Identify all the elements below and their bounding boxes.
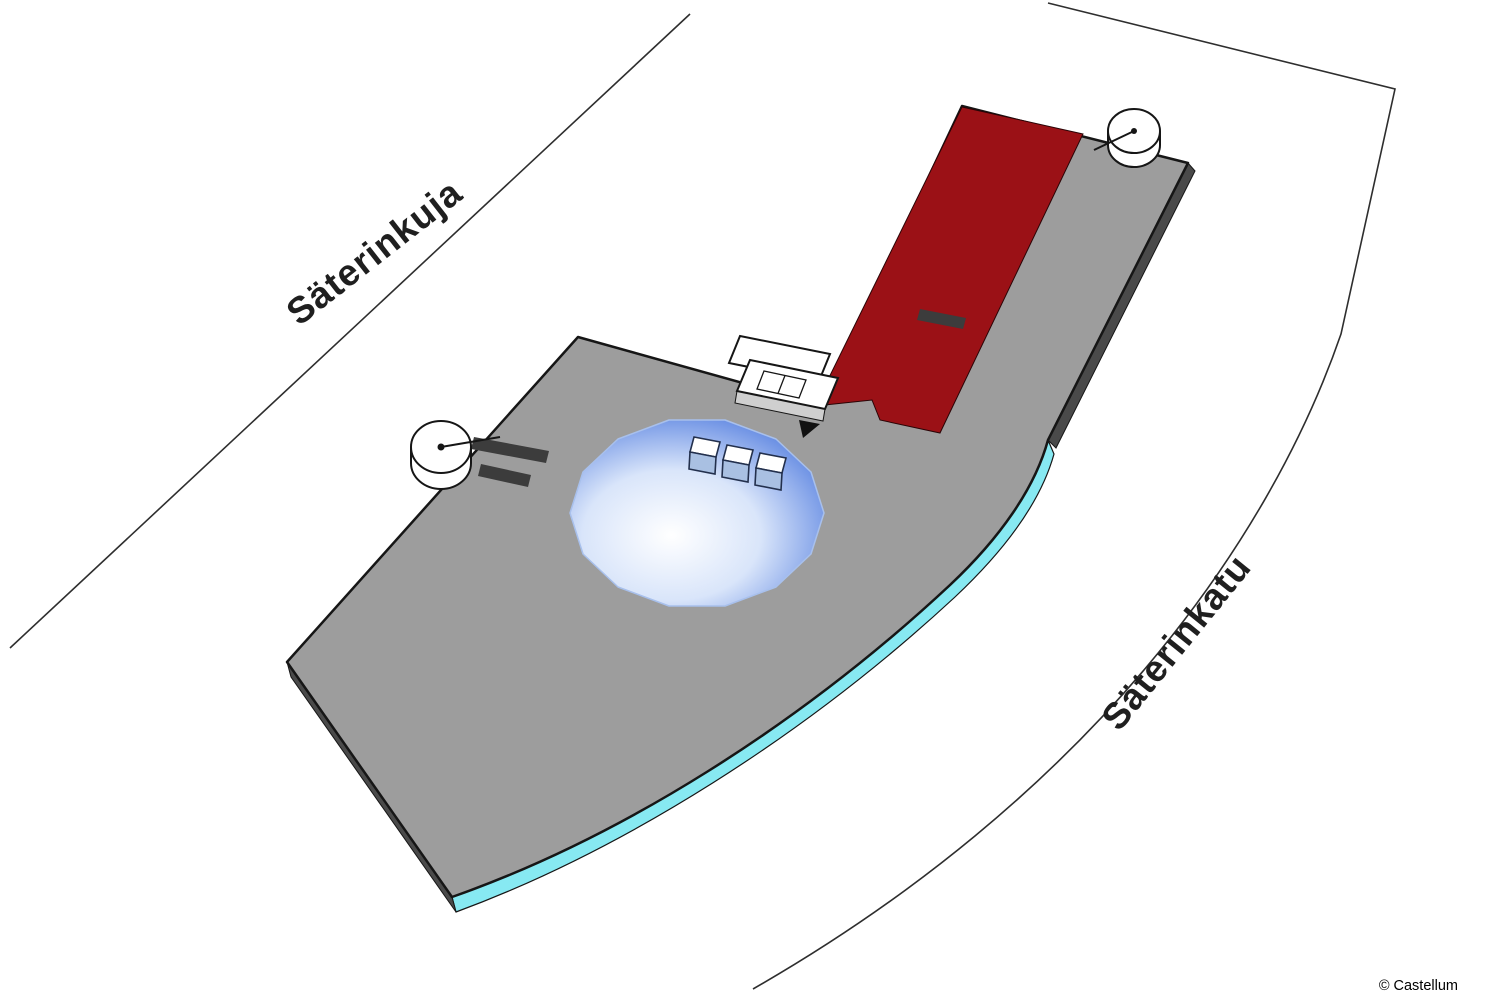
tower-pointer-needle <box>440 436 501 448</box>
wall-bar-left-1 <box>471 437 549 463</box>
skylight-cube-front <box>754 467 783 491</box>
elevator-shaft-outline <box>756 370 807 399</box>
skylight-cubes <box>688 436 787 491</box>
tower-center-dot <box>437 443 445 451</box>
entrance-marker-triangle <box>799 420 820 438</box>
wall-bar-left-2 <box>478 464 531 487</box>
wall-bar-red-unit <box>917 309 966 329</box>
core-box <box>735 358 840 411</box>
stair-core <box>727 334 840 422</box>
tower-pointer-needle <box>1093 130 1135 151</box>
street-line-saterinkatu <box>752 2 1396 990</box>
copyright-text: © Castellum <box>1379 978 1458 994</box>
skylight-cube-front <box>688 451 717 475</box>
tower-center-dot <box>1131 128 1137 134</box>
elevator-shaft-divider <box>777 375 786 394</box>
tower-marker-left <box>410 420 501 490</box>
street-line-saterinkuja <box>9 13 691 649</box>
skylight-cube-front <box>721 459 750 483</box>
tower-marker-right <box>1093 108 1161 168</box>
